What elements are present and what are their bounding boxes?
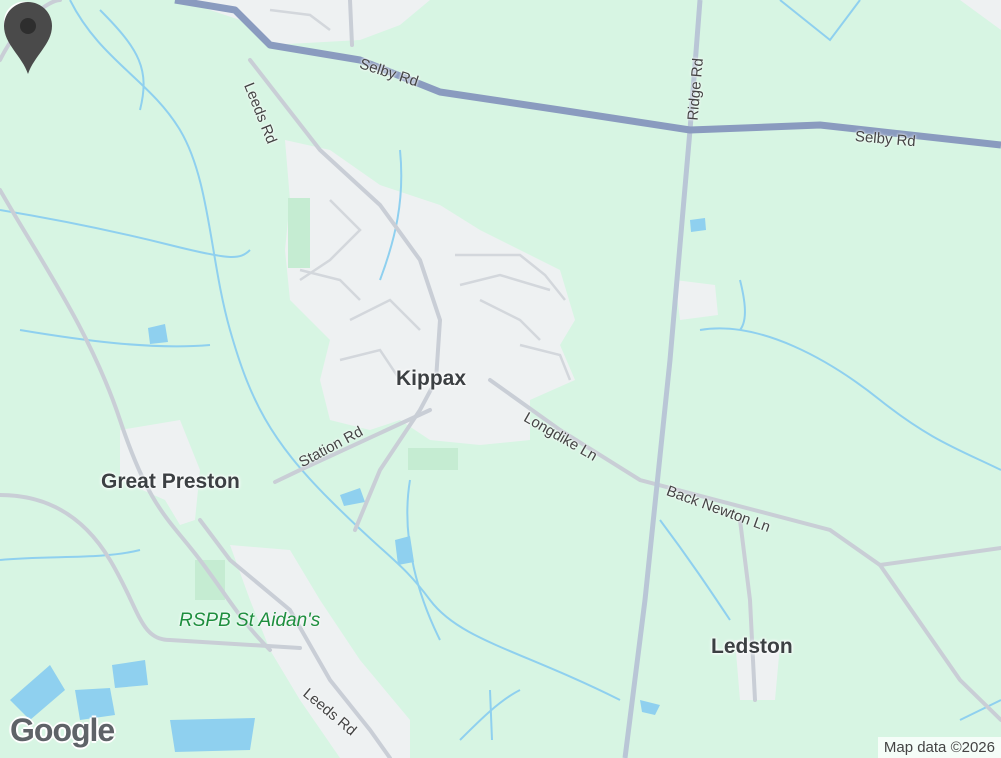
place-label-ledston: Ledston <box>711 635 793 658</box>
streams <box>0 0 1001 741</box>
place-label-kippax: Kippax <box>396 367 467 390</box>
map-attribution[interactable]: Map data ©2026 <box>877 737 1001 758</box>
local-streets <box>269 8 572 381</box>
ridge-road-line <box>622 0 703 758</box>
place-label-great-preston: Great Preston <box>101 470 240 493</box>
selby-road-line <box>174 0 1001 149</box>
google-logo[interactable]: Google <box>10 712 115 748</box>
location-pin-icon[interactable] <box>0 0 56 76</box>
park-areas <box>195 198 458 600</box>
poi-label-rspb-st-aidans[interactable]: RSPB St Aidan's <box>179 610 321 631</box>
water-bodies <box>10 218 706 752</box>
